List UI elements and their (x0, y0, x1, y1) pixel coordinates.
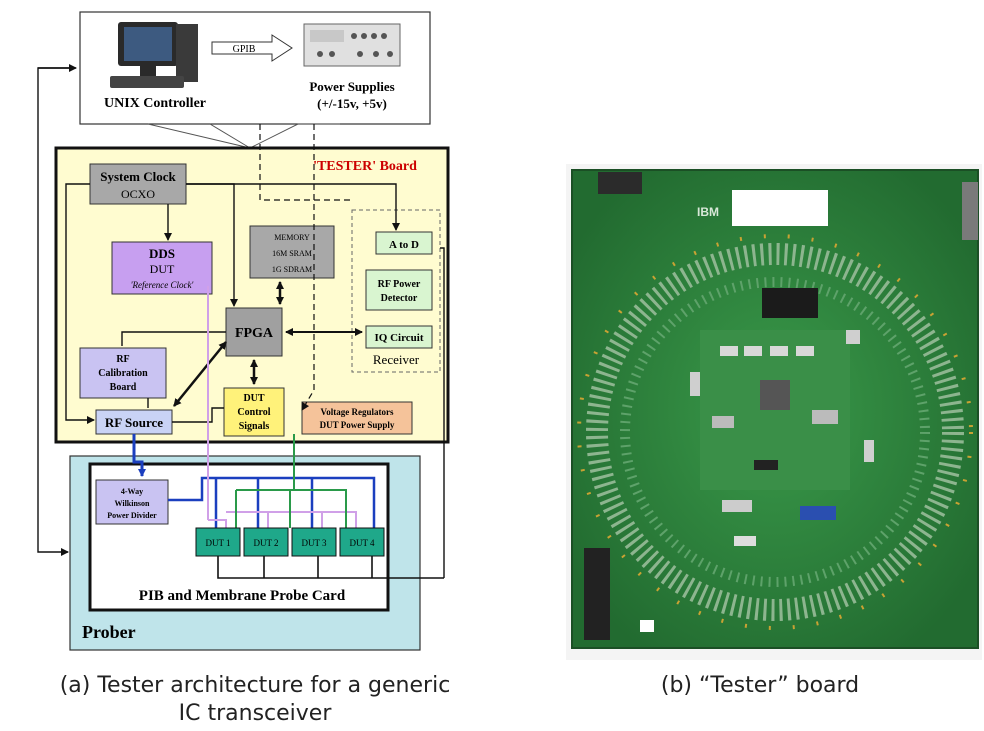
rf-cal-board-label: Board (110, 382, 137, 393)
tester-connections (65, 183, 445, 578)
power-supply-icon (303, 23, 401, 67)
inner-pad-ring (620, 277, 930, 587)
vreg-dut-supply-label: DUT Power Supply (320, 420, 395, 430)
fpga-block (225, 307, 283, 357)
system-clock-label: System Clock (100, 169, 176, 184)
dut-2-label: DUT 2 (253, 538, 278, 548)
memory-sdram-label: 1G SDRAM (272, 265, 312, 274)
rf-feed-line (132, 434, 146, 477)
corner-label-sticker (640, 620, 654, 632)
vreg-label: Voltage Regulators (321, 407, 394, 417)
dut-4 (339, 527, 385, 557)
top-left-connector (598, 172, 642, 194)
dds-label: DDS (149, 246, 175, 261)
system-clock-block (89, 163, 187, 205)
iq-circuit-label: IQ Circuit (375, 332, 424, 344)
dut-3-label: DUT 3 (301, 538, 327, 548)
rf-cal-label: RF (116, 354, 129, 365)
rf-power-label: RF Power (378, 279, 421, 290)
power-supplies-voltage-label: (+/-15v, +5v) (317, 96, 387, 111)
rf-cal-calibration-label: Calibration (98, 368, 148, 379)
gpib-label: GPIB (233, 44, 256, 55)
dut-2 (243, 527, 289, 557)
mounting-holes-ring (577, 234, 973, 630)
fpga-label: FPGA (235, 326, 274, 341)
computer-icon (110, 22, 198, 88)
gpib-arrow (211, 34, 293, 62)
host-callout (147, 123, 251, 149)
panel-a-architecture: UNIX Controller GPIB Power Supplies (+/-… (37, 11, 450, 651)
caption-b: (b) “Tester” board (660, 673, 860, 698)
wilkinson-label: 4-Way (121, 487, 143, 496)
dut-4-label: DUT 4 (349, 538, 375, 548)
dds-block (111, 241, 213, 295)
power-callout (249, 123, 340, 149)
dut-control-signals-label: Signals (239, 421, 270, 432)
dut-control-block (223, 387, 285, 437)
caption-a-line2: IC transceiver (178, 701, 332, 726)
control-feed-dashed (259, 124, 350, 201)
figure-canvas: UNIX Controller GPIB Power Supplies (+/-… (37, 11, 982, 660)
dut-1 (195, 527, 241, 557)
component-cluster (690, 288, 874, 546)
outer-pad-ring (586, 243, 964, 621)
rf-calibration-block (79, 347, 167, 399)
bottom-left-connector (584, 548, 610, 640)
memory-sram-label: 16M SRAM (272, 249, 312, 258)
wilkinson-divider-label: Power Divider (107, 511, 157, 520)
a-to-d-label: A to D (389, 239, 419, 251)
rf-power-detector-label: Detector (381, 293, 418, 304)
panel-b-board-photo: IBM (566, 164, 982, 660)
prober-label: Prober (82, 622, 136, 642)
caption-a: (a) Tester architecture for a generic IC… (20, 672, 490, 728)
dut-interconnect (168, 286, 444, 579)
pcb-logo: IBM (697, 205, 719, 219)
rf-power-detector-block (365, 269, 433, 311)
pib-label: PIB and Membrane Probe Card (139, 588, 346, 604)
white-label-area (732, 190, 828, 226)
voltage-regulator-block (301, 401, 413, 435)
dds-dut-label: DUT (150, 262, 175, 276)
memory-block (249, 225, 335, 279)
unix-controller-label: UNIX Controller (104, 96, 206, 111)
right-d-sub-connector (962, 182, 978, 240)
tester-board-title: 'TESTER' Board (313, 159, 417, 174)
dut-control-control-label: Control (237, 407, 270, 418)
dut-3 (291, 527, 337, 557)
iq-circuit-block (365, 325, 433, 349)
a-to-d-block (375, 231, 433, 255)
wilkinson-divider-block (95, 479, 169, 525)
power-feed-dashed (301, 124, 315, 411)
dds-ref-clock-label: 'Reference Clock' (131, 280, 195, 290)
wilkinson-name-label: Wilkinson (115, 499, 151, 508)
system-clock-sub-label: OCXO (121, 187, 155, 201)
receiver-label: Receiver (373, 352, 420, 367)
dut-control-label: DUT (243, 393, 264, 404)
memory-label: MEMORY (274, 233, 310, 242)
dut-1-label: DUT 1 (205, 538, 230, 548)
rf-source-label: RF Source (105, 415, 163, 430)
caption-a-line1: (a) Tester architecture for a generic (59, 673, 451, 698)
power-supplies-label: Power Supplies (309, 79, 394, 94)
